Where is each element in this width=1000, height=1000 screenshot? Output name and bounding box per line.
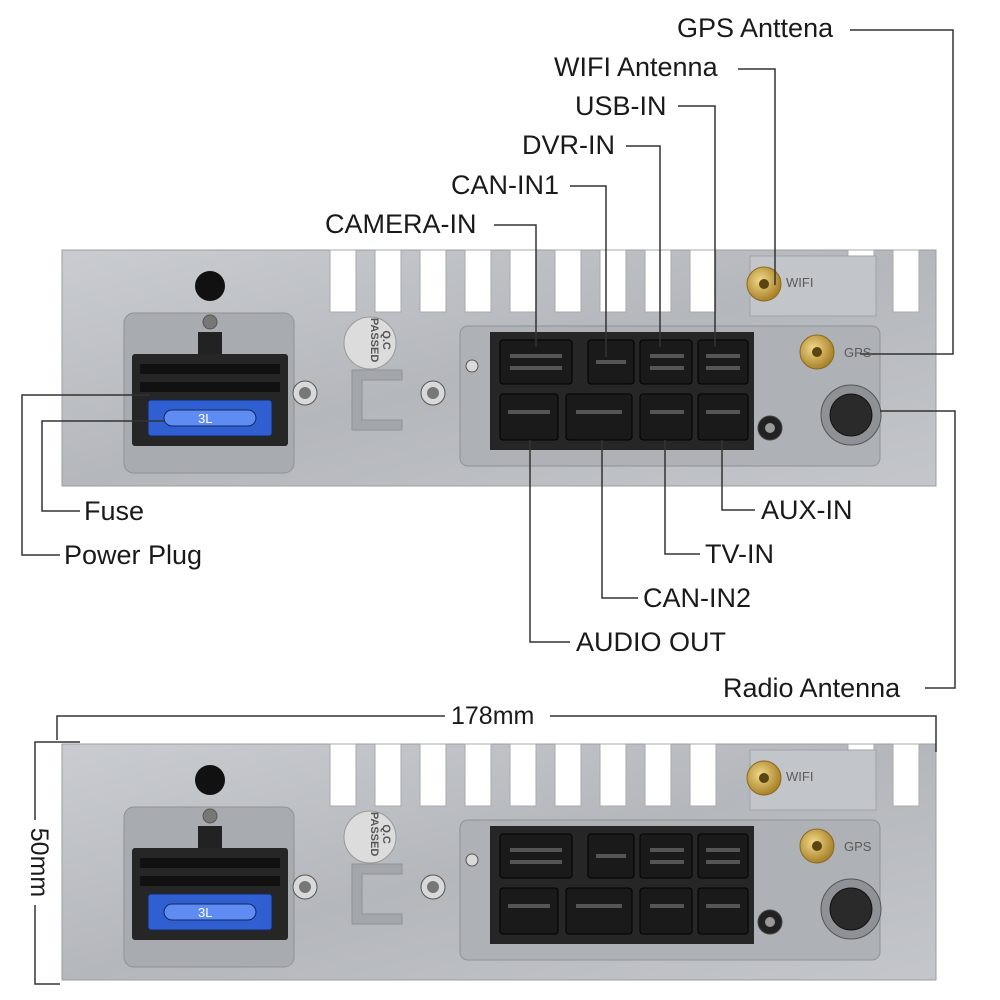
gps-marking: GPS xyxy=(844,345,872,360)
wifi-marking-bottom: WIFI xyxy=(786,769,814,784)
leader-canin1 xyxy=(570,185,607,357)
qc-line2-bottom: PASSED xyxy=(368,811,380,857)
label-aux-in: AUX-IN xyxy=(759,495,855,525)
label-wifi-antenna: WIFI Antenna xyxy=(552,52,720,82)
leader-radio xyxy=(880,410,956,689)
label-tv-in: TV-IN xyxy=(703,539,777,569)
qc-passed-sticker: Q.C PASSED xyxy=(368,310,392,370)
fuse-value-bottom: 3L xyxy=(198,905,213,920)
dimension-line-height-bottom xyxy=(34,905,60,985)
leader-tv xyxy=(664,440,700,555)
dimension-line-height-top xyxy=(34,741,80,820)
leader-audio xyxy=(529,440,570,643)
dimension-lines xyxy=(34,715,937,985)
leader-dvr xyxy=(626,145,661,347)
leader-lines xyxy=(21,29,956,689)
leader-wifi xyxy=(738,68,776,285)
gps-marking-bottom: GPS xyxy=(844,839,872,854)
label-can-in1: CAN-IN1 xyxy=(449,170,562,200)
leader-canin2 xyxy=(601,440,638,599)
dimension-line-width-right xyxy=(550,715,937,752)
label-dvr-in: DVR-IN xyxy=(520,130,617,160)
leader-fuse xyxy=(41,420,165,512)
label-gps-antenna: GPS Anttena xyxy=(675,13,836,43)
qc-line1: Q.C xyxy=(380,330,393,350)
dimension-width-label: 178mm xyxy=(449,702,537,730)
wifi-marking: WIFI xyxy=(786,275,814,290)
leader-usb xyxy=(678,105,716,347)
dimension-line-width xyxy=(56,715,445,740)
label-camera-in: CAMERA-IN xyxy=(323,209,479,239)
label-usb-in: USB-IN xyxy=(573,91,669,121)
leader-aux xyxy=(721,440,755,511)
label-power-plug: Power Plug xyxy=(62,540,205,570)
label-audio-out: AUDIO OUT xyxy=(574,627,729,657)
leader-camera xyxy=(494,224,537,347)
leader-power xyxy=(21,394,150,556)
fuse-value: 3L xyxy=(198,411,213,426)
label-can-in2: CAN-IN2 xyxy=(641,583,754,613)
dimension-height-label: 50mm xyxy=(25,825,54,900)
qc-line1-bottom: Q.C xyxy=(380,824,393,844)
label-radio-antenna: Radio Antenna xyxy=(721,673,903,703)
qc-passed-sticker-bottom: Q.C PASSED xyxy=(368,804,392,864)
qc-line2: PASSED xyxy=(368,317,380,363)
label-fuse: Fuse xyxy=(82,496,147,526)
leader-gps xyxy=(850,29,954,355)
